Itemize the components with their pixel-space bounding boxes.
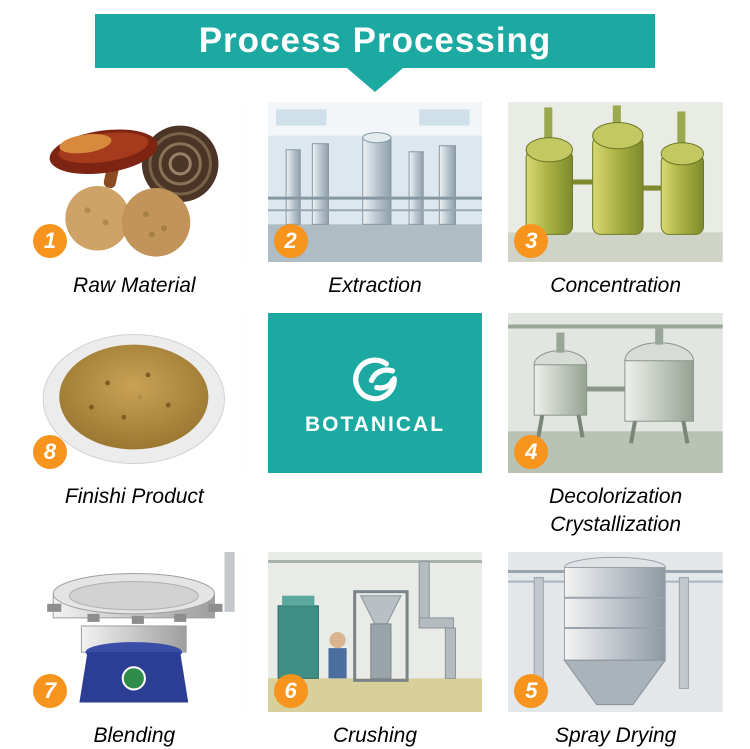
decolorization-photo: 4 [508, 313, 723, 474]
arrow-down-icon [347, 68, 403, 92]
finished-product-photo: 8 [27, 313, 242, 474]
step-label: Raw Material [73, 274, 196, 297]
step-cell-raw-material: 1 Raw Material [27, 102, 242, 299]
step-label: Blending [93, 723, 176, 747]
blending-photo: 7 [27, 551, 242, 712]
spray-drying-illustration [508, 551, 723, 712]
crushing-illustration [267, 551, 483, 712]
step-cell-concentration: 3 Concentration [508, 102, 723, 299]
step-cell-spray-drying: 5 Spray Drying [508, 551, 723, 749]
step-cell-finished-product: 8 Finishi Product [27, 313, 242, 538]
extraction-illustration [267, 102, 483, 262]
decolorization-illustration [508, 313, 723, 474]
step-cell-blending: 7 Blending [27, 551, 242, 749]
step-number-badge: 7 [33, 673, 67, 708]
step-label: Crushing [332, 723, 418, 747]
step-cell-decolorization: 4 Decolorization Crystallization [508, 313, 723, 538]
raw-material-photo: 1 [27, 102, 242, 262]
step-label: Concentration [550, 274, 682, 297]
botanical-logo-icon [353, 357, 397, 402]
step-label: Finishi Product [64, 485, 204, 509]
header: Process Processing [0, 0, 750, 92]
step-cell-extraction: 2 Extraction [267, 102, 483, 299]
step-label: Extraction [328, 274, 422, 297]
step-number-badge: 4 [514, 435, 549, 470]
crushing-photo: 6 [267, 551, 483, 712]
step-number-badge: 8 [33, 435, 67, 470]
step-number-badge: 1 [33, 224, 67, 258]
mushrooms-illustration [27, 102, 242, 262]
page-title: Process Processing [198, 21, 552, 60]
brand-logo-tile: BOTANICAL [267, 313, 483, 474]
header-banner: Process Processing [95, 14, 655, 68]
step-number-badge: 5 [514, 673, 549, 708]
process-grid: 1 Raw Material [0, 92, 750, 749]
step-number-badge: 2 [273, 224, 308, 258]
brand-cell: BOTANICAL [267, 313, 483, 538]
step-label: Decolorization Crystallization [549, 485, 683, 536]
step-number-badge: 6 [273, 673, 308, 708]
botanical-logo-text: BOTANICAL [304, 413, 446, 437]
step-label: Spray Drying [554, 723, 677, 747]
concentration-photo: 3 [508, 102, 723, 262]
spray-drying-photo: 5 [508, 551, 723, 712]
extraction-photo: 2 [267, 102, 483, 262]
powder-illustration [27, 313, 242, 474]
step-cell-crushing: 6 Crushing [267, 551, 483, 749]
blending-illustration [27, 551, 242, 712]
step-number-badge: 3 [514, 224, 549, 258]
